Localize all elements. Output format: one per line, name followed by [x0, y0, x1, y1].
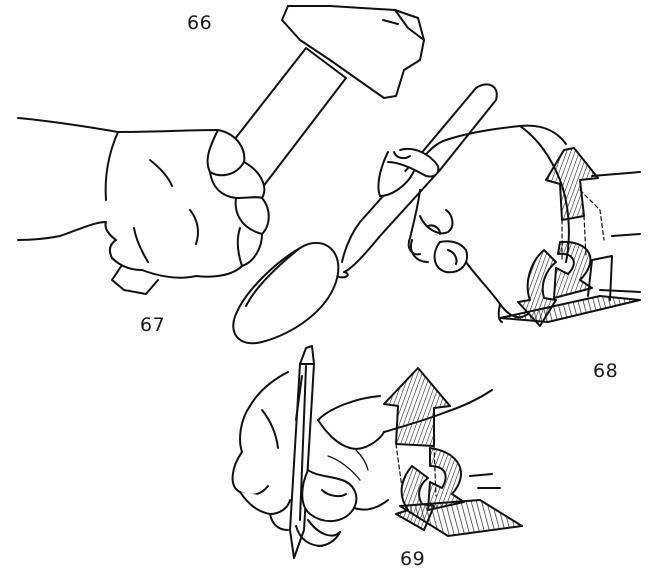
figure-number-67: 67 [140, 314, 165, 336]
spoon-hand [378, 126, 640, 322]
figure-number-68: 68 [593, 360, 618, 382]
figure-number-69: 69 [400, 548, 425, 570]
fist-hand [18, 118, 269, 278]
figure-number-66: 66 [187, 12, 212, 34]
pen-icon [290, 346, 314, 558]
pen-grip-figure [233, 346, 522, 558]
